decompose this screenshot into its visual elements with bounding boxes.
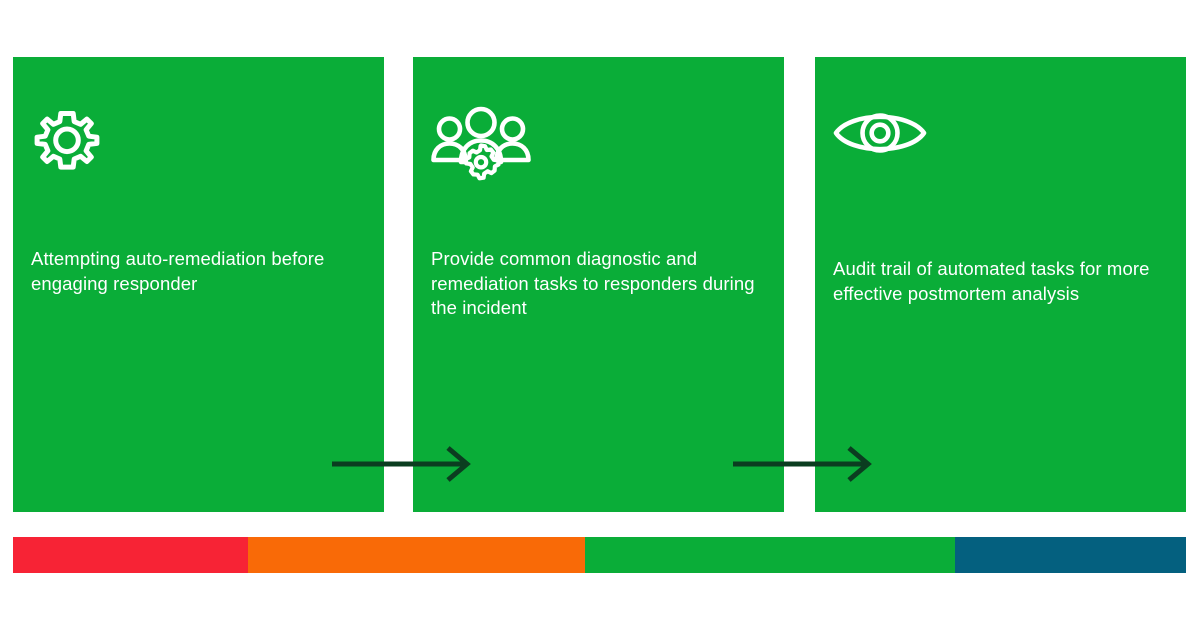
color-bar-segment-red: [13, 537, 248, 573]
card-auto-remediation[interactable]: Attempting auto-remediation before engag…: [13, 57, 384, 512]
card-description: Provide common diagnostic and remediatio…: [431, 248, 755, 318]
card-description: Attempting auto-remediation before engag…: [31, 248, 325, 294]
gear-icon: [31, 105, 151, 185]
card-audit-trail[interactable]: Audit trail of automated tasks for more …: [815, 57, 1186, 512]
color-bar-segment-orange: [248, 537, 585, 573]
eye-icon: [833, 105, 953, 185]
color-bar-segment-green: [585, 537, 955, 573]
color-bar-segment-teal: [955, 537, 1186, 573]
brand-color-bar: [13, 537, 1186, 573]
card-common-tasks[interactable]: Provide common diagnostic and remediatio…: [413, 57, 784, 512]
arrow-right-icon-2: [731, 446, 873, 482]
users-gear-icon: [431, 105, 551, 185]
card-description: Audit trail of automated tasks for more …: [833, 258, 1150, 304]
arrow-right-icon-1: [330, 446, 472, 482]
